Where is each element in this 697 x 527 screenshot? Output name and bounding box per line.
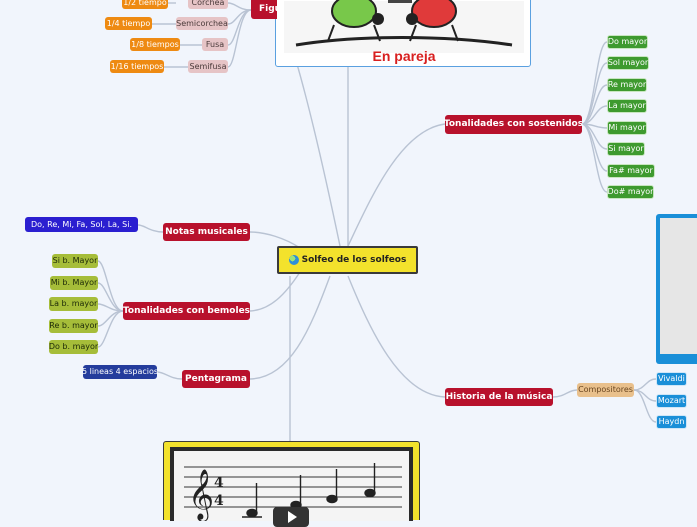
tonalidad-do-mayor[interactable]: Do mayor bbox=[607, 35, 648, 49]
pair-illustration: En pareja bbox=[275, 0, 531, 67]
topic-tonalidades-bemoles[interactable]: Tonalidades con bemoles bbox=[123, 302, 250, 320]
video-frame: 𝄞 4 4 bbox=[170, 447, 413, 527]
topic-figuras-label: Figu bbox=[259, 4, 282, 14]
compositores-node[interactable]: Compositores bbox=[577, 383, 634, 397]
tonalidad-mi-mayor[interactable]: Mi mayor bbox=[607, 121, 647, 135]
figura-corchea[interactable]: Corchea bbox=[188, 0, 228, 9]
tonalidad-do-bemol-mayor[interactable]: Do b. mayor bbox=[49, 340, 98, 354]
time-signature-bottom: 4 bbox=[214, 493, 224, 509]
play-icon bbox=[287, 511, 297, 523]
composer-vivaldi[interactable]: Vivaldi bbox=[656, 372, 687, 386]
figura-time-semicorchea[interactable]: 1/4 tiempo bbox=[105, 17, 152, 30]
tonalidad-mi-bemol-mayor[interactable]: Mi b. Mayor bbox=[50, 276, 98, 290]
composer-mozart[interactable]: Mozart bbox=[656, 394, 687, 408]
notas-list[interactable]: Do, Re, Mi, Fa, Sol, La, Si. bbox=[25, 217, 138, 232]
figura-semifusa[interactable]: Semifusa bbox=[188, 60, 228, 73]
play-button[interactable] bbox=[273, 507, 309, 527]
figura-time-fusa[interactable]: 1/8 tiempos bbox=[130, 38, 180, 51]
composer-haydn[interactable]: Haydn bbox=[656, 415, 687, 429]
tonalidad-re-mayor[interactable]: Re mayor bbox=[607, 78, 647, 92]
treble-clef-icon: 𝄞 bbox=[188, 469, 214, 521]
tonalidad-si-bemol-mayor[interactable]: Si b. Mayor bbox=[52, 254, 98, 268]
figura-time-semifusa[interactable]: 1/16 tiempos bbox=[110, 60, 164, 73]
pair-illustration-graphic bbox=[284, 0, 524, 53]
topic-figuras[interactable]: Figu bbox=[251, 0, 281, 19]
tonalidad-sol-mayor[interactable]: Sol mayor bbox=[607, 56, 649, 70]
topic-pentagrama[interactable]: Pentagrama bbox=[182, 370, 250, 388]
topic-tonalidades-sostenidos[interactable]: Tonalidades con sostenidos bbox=[444, 115, 583, 134]
figura-time-corchea[interactable]: 1/2 tiempo bbox=[122, 0, 168, 9]
figura-fusa[interactable]: Fusa bbox=[202, 38, 228, 51]
embedded-image-right-content bbox=[660, 218, 697, 354]
tonalidad-la-bemol-mayor[interactable]: La b. mayor bbox=[49, 297, 98, 311]
time-signature-top: 4 bbox=[214, 475, 224, 491]
central-topic-label: Solfeo de los solfeos bbox=[301, 254, 407, 265]
pentagrama-lineas[interactable]: 5 lineas 4 espacios bbox=[82, 365, 158, 379]
tonalidad-do-sostenido-mayor[interactable]: Do# mayor bbox=[607, 185, 654, 199]
tonalidad-fa-sostenido-mayor[interactable]: Fa# mayor bbox=[607, 164, 655, 178]
embedded-image-right bbox=[656, 214, 697, 364]
video-embed[interactable]: 𝄞 4 4 bbox=[163, 441, 420, 527]
tonalidad-re-bemol-mayor[interactable]: Re b. mayor bbox=[49, 319, 98, 333]
tonalidad-si-mayor[interactable]: Si mayor bbox=[607, 142, 645, 156]
figura-semicorchea[interactable]: Semicorchea bbox=[176, 17, 228, 30]
tonalidad-la-mayor[interactable]: La mayor bbox=[607, 99, 647, 113]
topic-notas-musicales[interactable]: Notas musicales bbox=[163, 223, 250, 241]
globe-icon bbox=[288, 255, 299, 265]
image-caption: En pareja bbox=[372, 48, 436, 64]
central-topic[interactable]: Solfeo de los solfeos bbox=[277, 246, 418, 274]
topic-historia-musica[interactable]: Historia de la música bbox=[445, 388, 553, 406]
